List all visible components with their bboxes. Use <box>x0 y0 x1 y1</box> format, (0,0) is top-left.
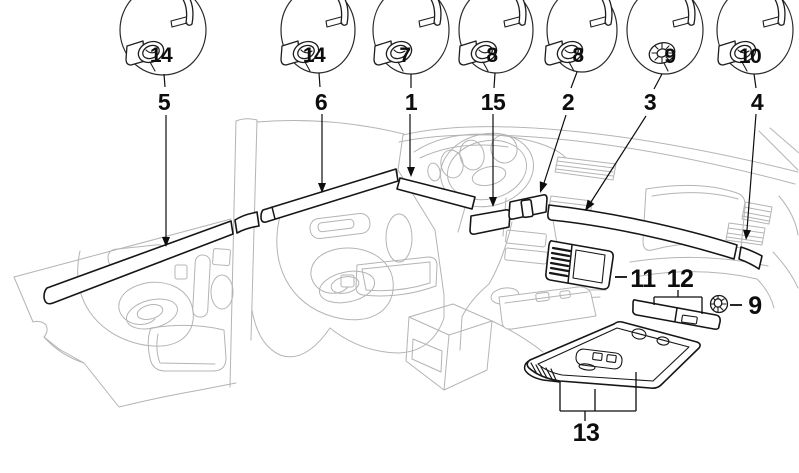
part-label-12: 12 <box>667 265 694 293</box>
fastener-number: 8 <box>572 44 584 67</box>
arrowhead-2 <box>539 181 548 193</box>
trim-joint-piece <box>234 211 260 234</box>
lower-panel-part-13 <box>523 320 701 389</box>
glovebox-trim-part-12 <box>632 299 721 330</box>
clip-icon-9 <box>709 294 729 314</box>
bracket-12 <box>653 290 703 314</box>
callout-circles: 14 14 7 8 8 9 <box>119 0 794 76</box>
switch-cutout <box>520 198 534 219</box>
center-console-art <box>405 283 597 391</box>
bracket-13 <box>559 372 637 421</box>
interior-line-art <box>13 118 799 408</box>
part-label-13: 13 <box>573 419 600 447</box>
arrowhead-5 <box>162 237 170 247</box>
part-label-9: 9 <box>748 292 761 320</box>
item-number-6: 6 <box>315 89 327 115</box>
trim-strip-front-door <box>260 168 399 223</box>
fastener-number: 10 <box>739 45 761 68</box>
item-number-1: 1 <box>405 89 418 115</box>
fastener-number: 14 <box>150 44 173 67</box>
front-door-art <box>251 169 445 358</box>
trim-strip-dash-right <box>738 246 763 270</box>
leader-line-4 <box>746 113 757 231</box>
item-number-15: 15 <box>481 89 506 115</box>
trim-seam <box>271 206 276 220</box>
trim-strip-rear-door <box>43 220 234 305</box>
leader-line-2 <box>543 114 567 184</box>
trim-strip-dash-center <box>547 204 738 260</box>
b-pillar-art <box>229 118 405 388</box>
arrowhead-1 <box>407 167 415 177</box>
callout-circle-9: 9 <box>626 0 704 75</box>
part-labels: 11 12 9 13 <box>559 265 762 447</box>
callout-circle-8a: 8 <box>458 0 534 74</box>
trim-strip-dash-lower <box>469 209 511 235</box>
arrowhead-3 <box>585 199 595 211</box>
fastener-number: 9 <box>664 45 675 68</box>
rear-door-art <box>13 218 237 408</box>
item-callouts: 5 6 1 15 2 3 4 <box>158 71 764 247</box>
part-label-11: 11 <box>630 265 656 293</box>
callout-circle-14b: 14 <box>280 0 356 74</box>
leader-line-3 <box>590 115 647 203</box>
arrowhead-15 <box>489 197 497 207</box>
highlighted-trim-parts <box>43 168 763 389</box>
fastener-number: 7 <box>399 44 410 67</box>
callout-circle-14a: 14 <box>119 0 207 76</box>
callout-circle-8b: 8 <box>544 0 618 73</box>
item-number-2: 2 <box>562 89 574 115</box>
arrowhead-6 <box>318 183 326 193</box>
fastener-number: 14 <box>303 44 326 67</box>
item-number-5: 5 <box>158 89 171 115</box>
connector-lines <box>163 71 757 90</box>
callout-circle-10: 10 <box>716 0 794 75</box>
arrowhead-4 <box>743 229 751 240</box>
fastener-number: 8 <box>486 44 498 67</box>
trim-strip-dash-left <box>396 177 476 210</box>
vent-trim-part-11 <box>545 240 614 290</box>
item-number-4: 4 <box>751 89 764 115</box>
item-number-3: 3 <box>644 89 656 115</box>
callout-circle-7: 7 <box>372 0 450 75</box>
